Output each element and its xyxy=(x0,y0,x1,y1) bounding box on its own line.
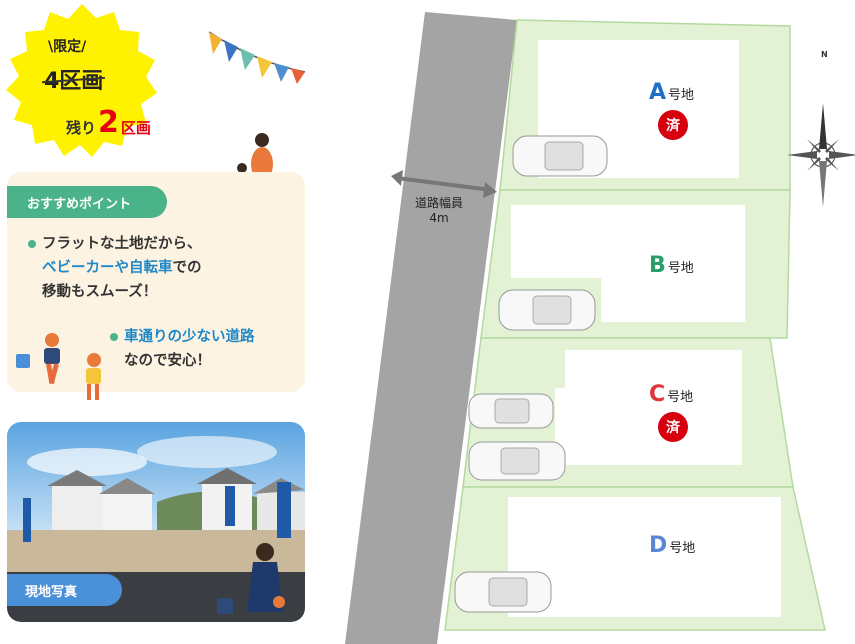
kids-illustration xyxy=(16,333,101,400)
bullet-icon xyxy=(28,240,36,248)
site-photo-label: 現地写真 xyxy=(7,574,122,606)
road xyxy=(345,12,517,644)
recommend-points-title: おすすめポイント xyxy=(7,186,167,218)
site-photo xyxy=(7,422,305,622)
lot-c-sold-badge: 済 xyxy=(658,412,688,442)
badge-limited-text: \限定/ xyxy=(48,39,87,55)
car-icon xyxy=(498,289,596,331)
point-item-quiet-road: 車通りの少ない道路 なので安心！ xyxy=(110,325,255,373)
car-icon xyxy=(468,441,566,481)
badge-remaining-suffix: 区画 xyxy=(120,119,151,137)
lot-a-sold-badge: 済 xyxy=(658,110,688,140)
car-icon xyxy=(454,571,552,613)
bullet-icon xyxy=(110,333,118,341)
car-icon xyxy=(512,135,608,177)
badge-original-count: 4区画 xyxy=(44,63,103,95)
compass-icon xyxy=(787,103,855,207)
compass-north-label: N xyxy=(821,50,828,59)
badge-remaining-number: 2 xyxy=(98,105,119,140)
point-item-flat-land: フラットな土地だから、 ベビーカーや自転車での 移動もスムーズ！ xyxy=(28,232,202,304)
badge-remaining: 残り 2 区画 xyxy=(66,108,151,138)
road-width-label: 道路幅員 4m xyxy=(414,196,463,225)
site-photo-image xyxy=(7,422,305,622)
badge-remaining-prefix: 残り xyxy=(66,119,97,137)
bunting-decoration xyxy=(208,31,306,84)
site-map xyxy=(345,12,855,644)
car-icon xyxy=(468,393,554,429)
road-width-arrow xyxy=(391,170,497,198)
